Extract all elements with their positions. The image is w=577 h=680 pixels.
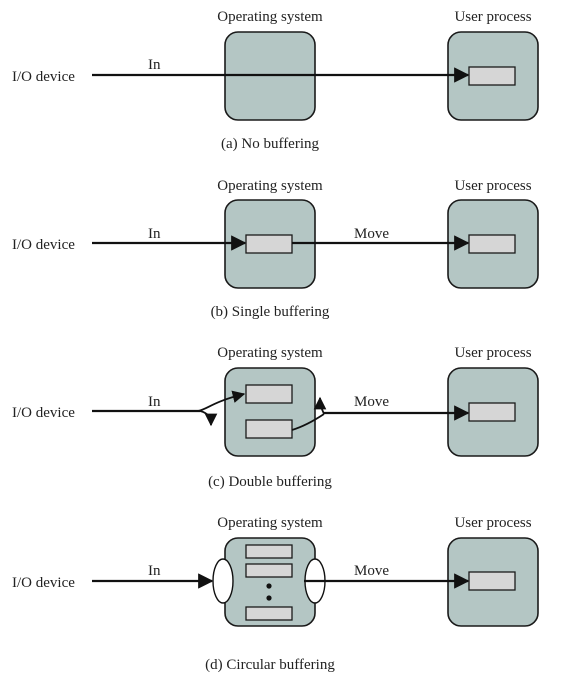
os-buffer: [245, 234, 293, 254]
os-buffer-1: [245, 544, 293, 559]
move-switch-from-bottom: [291, 413, 325, 431]
panel-caption: (b) Single buffering: [211, 304, 330, 320]
user-process-label: User process: [454, 178, 531, 194]
ellipsis-dot: [266, 583, 272, 589]
panel-circular-buffering: Operating system User process I/O device…: [12, 515, 539, 673]
user-process-label: User process: [454, 515, 531, 531]
in-label: In: [148, 394, 161, 410]
in-label: In: [148, 563, 161, 579]
in-label: In: [148, 226, 161, 242]
user-buffer: [468, 66, 516, 86]
move-switch-up-arrow: [313, 396, 327, 415]
in-switch-down-arrow: [199, 410, 218, 427]
os-box: [224, 367, 316, 457]
user-process-label: User process: [454, 9, 531, 25]
io-device-label: I/O device: [12, 405, 75, 421]
panel-double-buffering: Operating system User process I/O device…: [12, 345, 539, 490]
os-label: Operating system: [217, 9, 323, 25]
os-buffer-top: [245, 384, 293, 404]
user-process-label: User process: [454, 345, 531, 361]
os-buffer-bottom: [245, 419, 293, 439]
user-buffer: [468, 234, 516, 254]
user-buffer: [468, 571, 516, 591]
move-label: Move: [354, 394, 389, 410]
io-device-label: I/O device: [12, 69, 75, 85]
move-label: Move: [354, 226, 389, 242]
os-label: Operating system: [217, 178, 323, 194]
os-label: Operating system: [217, 345, 323, 361]
panel-caption: (a) No buffering: [221, 136, 320, 152]
panel-caption: (d) Circular buffering: [205, 657, 335, 673]
panel-no-buffering: Operating system User process I/O device…: [12, 9, 539, 152]
os-buffer-n: [245, 606, 293, 621]
in-label: In: [148, 57, 161, 73]
os-buffer-2: [245, 563, 293, 578]
ellipsis-dot: [266, 595, 272, 601]
os-label: Operating system: [217, 515, 323, 531]
io-device-label: I/O device: [12, 575, 75, 591]
in-rotation-ellipse: [212, 558, 234, 604]
user-buffer: [468, 402, 516, 422]
panel-caption: (c) Double buffering: [208, 474, 332, 490]
io-device-label: I/O device: [12, 237, 75, 253]
panel-single-buffering: Operating system User process I/O device…: [12, 178, 539, 320]
move-label: Move: [354, 563, 389, 579]
